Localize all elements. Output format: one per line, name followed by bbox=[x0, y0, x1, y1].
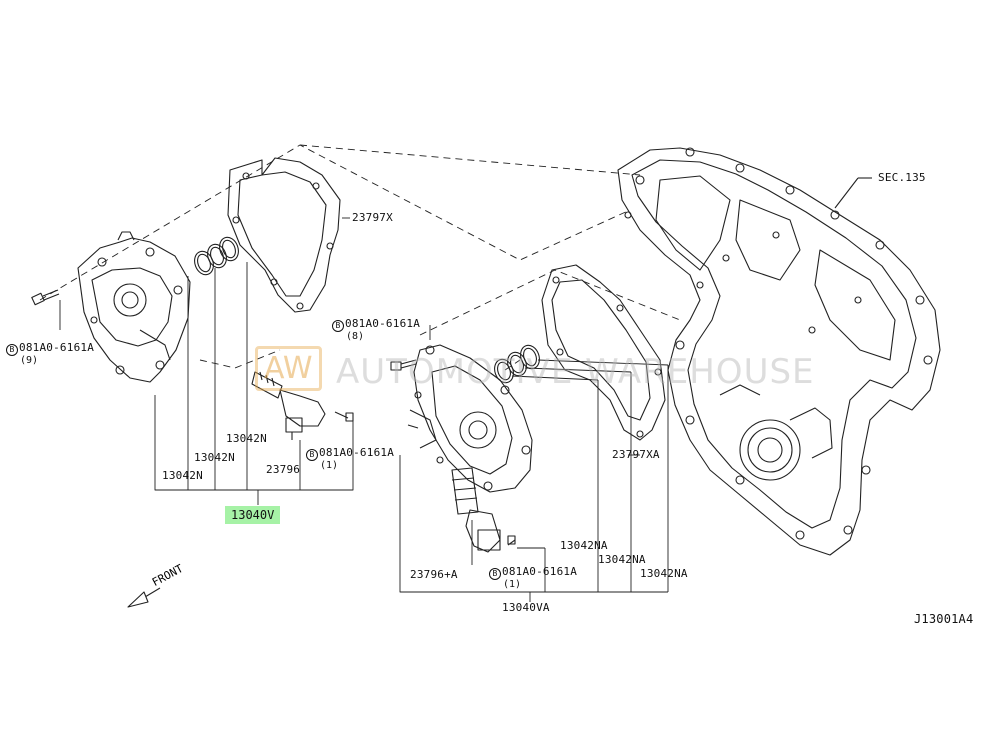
label-sensor-right[interactable]: 23796+A bbox=[410, 568, 458, 581]
front-arrow-icon bbox=[127, 587, 161, 608]
label-assy-left[interactable]: 13040V bbox=[225, 506, 281, 524]
label-oring-l2[interactable]: 13042N bbox=[194, 451, 235, 464]
middle-bolt bbox=[390, 359, 417, 371]
left-solenoid-part bbox=[251, 371, 326, 440]
bolt-symbol-icon: B bbox=[489, 568, 501, 580]
left-top-bolt bbox=[31, 289, 60, 306]
label-gasket-right[interactable]: 23797XA bbox=[612, 448, 660, 461]
middle-leader-lines bbox=[399, 325, 669, 602]
label-oring-l1[interactable]: 13042N bbox=[226, 432, 267, 445]
watermark-logo-text: AW bbox=[264, 351, 313, 386]
middle-small-bolt bbox=[507, 535, 516, 546]
left-o-rings bbox=[194, 236, 239, 276]
middle-cover-part bbox=[407, 344, 533, 493]
left-gasket-part bbox=[227, 157, 341, 313]
right-gasket-part bbox=[541, 264, 666, 441]
bolt-mid-code: 081A0-6161A bbox=[345, 317, 421, 330]
left-small-bolt bbox=[334, 411, 354, 422]
label-oring-r2[interactable]: 13042NA bbox=[598, 553, 646, 566]
bolt-symbol-icon: B bbox=[6, 344, 18, 356]
label-oring-r1[interactable]: 13042NA bbox=[560, 539, 608, 552]
bolt-left-top-code: 081A0-6161A bbox=[19, 341, 95, 354]
label-sec135[interactable]: SEC.135 bbox=[878, 171, 926, 184]
bolt-left-low-qty: (1) bbox=[320, 460, 339, 471]
middle-solenoid-part bbox=[451, 467, 501, 553]
timing-cover-part bbox=[617, 147, 941, 556]
label-assy-right[interactable]: 13040VA bbox=[502, 601, 550, 614]
label-sensor-left[interactable]: 23796 bbox=[266, 463, 301, 476]
bolt-left-low-code: 081A0-6161A bbox=[319, 446, 395, 459]
bolt-right-low-qty: (1) bbox=[503, 579, 522, 590]
label-oring-r3[interactable]: 13042NA bbox=[640, 567, 688, 580]
label-gasket-left[interactable]: 23797X bbox=[352, 211, 393, 224]
bolt-mid-qty: (8) bbox=[346, 331, 365, 342]
bolt-symbol-icon: B bbox=[306, 449, 318, 461]
bolt-symbol-icon: B bbox=[332, 320, 344, 332]
dashed-guide-lines bbox=[39, 144, 681, 371]
bolt-right-low-code: 081A0-6161A bbox=[502, 565, 578, 578]
label-oring-l3[interactable]: 13042N bbox=[162, 469, 203, 482]
bolt-left-top-qty: (9) bbox=[20, 355, 39, 366]
left-cover-part bbox=[77, 231, 191, 383]
watermark-logo: AW bbox=[255, 346, 322, 391]
left-leader-lines bbox=[59, 217, 354, 505]
watermark-text: AUTOMOTIVE WAREHOUSE bbox=[336, 352, 815, 392]
figure-code: J13001A4 bbox=[914, 612, 974, 626]
